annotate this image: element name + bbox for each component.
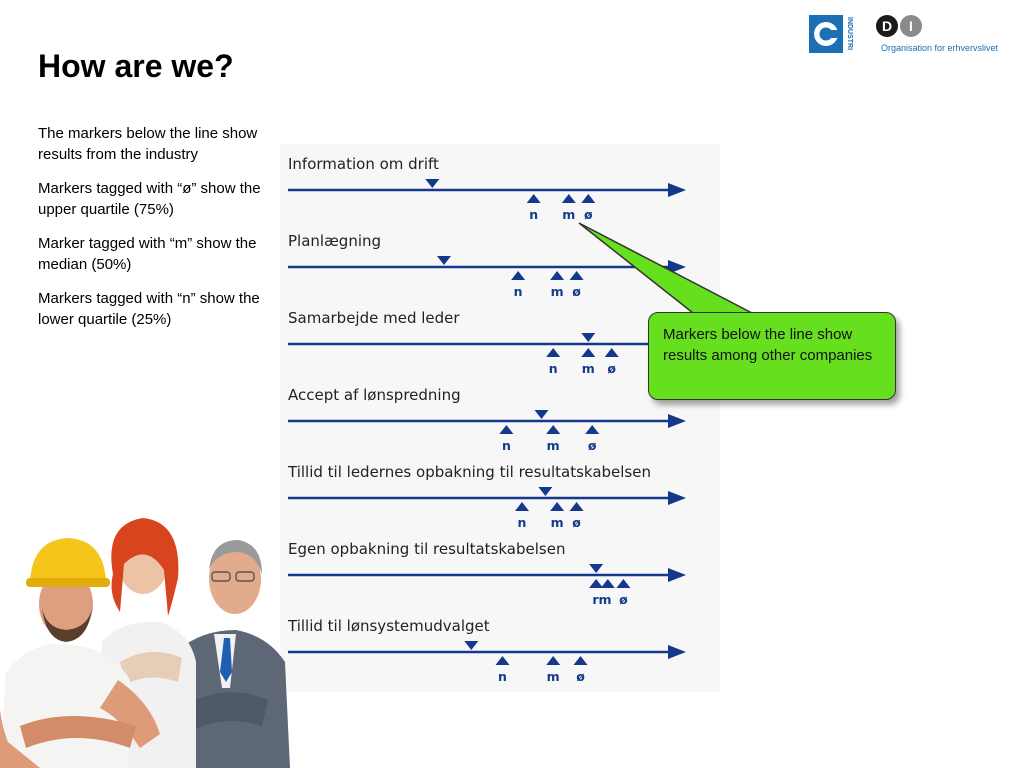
quartile-tag-n: n [498,669,507,684]
quartile-tag-n: n [518,515,527,530]
explanation-lower-quartile: Markers tagged with “n” show the lower q… [38,290,260,328]
row-label: Information om drift [288,155,439,173]
explanation-median: Marker tagged with “m” show the median (… [38,235,257,273]
quartile-tag-n: n [502,438,511,453]
quartile-marker-m [546,425,561,434]
quartile-tag-o: ø [576,669,585,684]
axis-arrowhead [668,568,686,582]
company-marker [538,487,553,496]
quartile-marker-o [581,194,596,203]
quartile-tag-n: n [514,284,523,299]
callout-text: Markers below the line show results amon… [663,326,873,364]
row-label: Accept af lønspredning [288,386,461,404]
quartile-marker-n [515,502,529,511]
quartile-tag-n: n [549,361,558,376]
explanation-upper-quartile: Markers tagged with “ø” show the upper q… [38,180,261,218]
quartile-tag-o: ø [572,515,581,530]
quartile-tag-m: m [551,284,564,299]
di-logo-i: I [900,15,922,37]
di-logo: D I [876,15,936,41]
axis-arrowhead [668,491,686,505]
quartile-marker-m [550,271,565,280]
quartile-marker-o [616,579,631,588]
di-logo-d: D [876,15,898,37]
quartile-tag-o: ø [607,361,616,376]
row-label: Planlægning [288,232,381,250]
quartile-marker-m [546,656,561,665]
row-label: Samarbejde med leder [288,309,460,327]
company-marker [464,641,479,650]
company-marker [437,256,451,265]
quartile-marker-n [495,656,510,665]
quartile-marker-n [511,271,526,280]
explanation-industry: The markers below the line show results … [38,125,258,163]
company-marker [589,564,604,573]
quartile-tag-m: m [562,207,575,222]
company-marker [534,410,549,419]
chart-background [280,144,720,692]
quartile-marker-m [581,348,596,357]
axis-arrowhead [668,183,686,197]
row-label: Tillid til ledernes opbakning til result… [287,463,651,481]
quartile-marker-o [569,502,584,511]
explanation-text: The markers below the line show results … [38,124,266,344]
quartile-tag-m: m [547,669,560,684]
quartile-tag-m: m [551,515,564,530]
quartile-marker-n [546,348,561,357]
quartile-marker-o [585,425,600,434]
quartile-tag-o: ø [619,592,628,607]
quartile-marker-o [573,656,588,665]
quartile-tag-n: n [529,207,538,222]
quartile-tag-m: m [582,361,595,376]
callout-box: Markers below the line show results amon… [648,312,896,400]
axis-arrowhead [668,645,686,659]
quartile-marker-n [526,194,541,203]
quartile-marker-m [561,194,576,203]
slide-title: How are we? [38,48,234,84]
quartile-marker-m [600,579,615,588]
company-marker [581,333,596,342]
axis-arrowhead [668,414,686,428]
company-marker [425,179,440,188]
quartile-marker-n [499,425,514,434]
quartile-marker-o [604,348,619,357]
quartile-tag-o: ø [572,284,581,299]
industri-logo: INDUSTRI [809,15,853,53]
quartile-tag-rm: rm [592,592,611,607]
di-logo-tagline: Organisation for erhvervslivet [881,43,999,53]
quartile-tag-o: ø [584,207,593,222]
workers-illustration [0,518,290,768]
quartile-tag-o: ø [588,438,597,453]
quartile-marker-m [550,502,565,511]
row-label: Tillid til lønsystemudvalget [287,617,490,635]
quartile-marker-n [589,579,604,588]
industri-logo-text: INDUSTRI [846,17,853,50]
row-label: Egen opbakning til resultatskabelsen [288,540,565,558]
quartile-tag-m: m [547,438,560,453]
